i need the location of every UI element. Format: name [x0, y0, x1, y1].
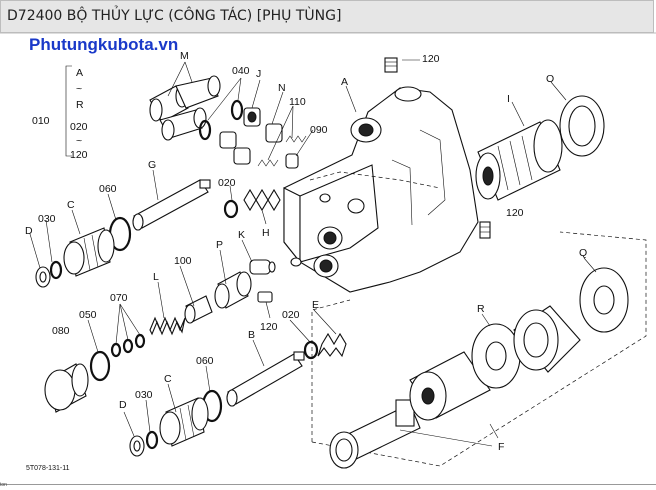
range-bracket — [65, 65, 72, 157]
ring-030b — [145, 430, 159, 450]
part-100 — [184, 295, 213, 324]
label-b: B — [248, 329, 255, 341]
washer-r — [471, 323, 521, 389]
label-100: 100 — [174, 255, 192, 267]
ring-020a — [223, 199, 239, 219]
part-j — [219, 107, 261, 149]
washer-q — [579, 267, 629, 333]
label-c-lower: C — [164, 373, 172, 385]
label-030-upper: 030 — [38, 213, 56, 225]
spring-e — [317, 332, 347, 358]
plug-120-right — [479, 221, 491, 239]
label-010: 010 — [32, 115, 50, 127]
seal-o — [559, 95, 605, 157]
screw-120-mid — [257, 291, 273, 303]
plug-c-lower — [159, 397, 209, 447]
label-range-r: R — [76, 99, 84, 111]
label-h: H — [262, 227, 270, 239]
label-040: 040 — [232, 65, 250, 77]
spool-g — [132, 179, 211, 231]
hub-f — [409, 351, 491, 421]
label-p: P — [216, 239, 223, 251]
label-d-lower: D — [119, 399, 127, 411]
housing-f — [513, 305, 581, 373]
spring-110 — [257, 135, 307, 167]
washer-d-upper — [35, 266, 51, 288]
label-range-a: A — [76, 67, 83, 79]
label-r: R — [477, 303, 485, 315]
label-m: M — [180, 50, 189, 62]
cap-080 — [44, 363, 89, 413]
assembly-f-outline — [311, 231, 647, 467]
label-030-lower: 030 — [135, 389, 153, 401]
part-k — [249, 259, 276, 275]
label-q: Q — [579, 247, 587, 259]
label-f: F — [498, 441, 504, 453]
label-020-top: 020 — [218, 177, 236, 189]
label-l: L — [153, 271, 159, 283]
label-080: 080 — [52, 325, 70, 337]
label-120-top: 120 — [422, 53, 440, 65]
plug-120-top — [384, 57, 398, 73]
label-k: K — [238, 229, 245, 241]
label-a: A — [341, 76, 348, 88]
valve-body-a — [283, 86, 479, 293]
part-090 — [285, 153, 299, 169]
leader-lines — [29, 59, 597, 447]
ring-030a — [49, 260, 63, 280]
label-range-tilde1: ~ — [76, 83, 82, 95]
o-ring-040b — [198, 119, 212, 141]
label-120-right: 120 — [506, 207, 524, 219]
footnote-text: ton — [0, 482, 7, 488]
label-range-120: 120 — [70, 149, 88, 161]
label-060-lower: 060 — [196, 355, 214, 367]
diagram-code: 5T078-131-11 — [26, 465, 70, 472]
spring-h — [243, 188, 281, 212]
label-c-upper: C — [67, 199, 75, 211]
shaft-f — [329, 399, 421, 469]
spool-b — [226, 351, 305, 407]
label-range-tilde2: ~ — [76, 135, 82, 147]
label-range-020: 020 — [70, 121, 88, 133]
label-o: O — [546, 73, 554, 85]
bottom-divider — [0, 484, 656, 485]
label-120-mid: 120 — [260, 321, 278, 333]
o-ring-040a — [230, 99, 244, 121]
label-j: J — [256, 68, 261, 80]
label-g: G — [148, 159, 156, 171]
part-p — [214, 271, 252, 309]
part-labels: M 040 J N 110 090 A 120 I O 010 A ~ R 02… — [25, 50, 587, 472]
title-bar: D72400 BỘ THỦY LỰC (CÔNG TÁC) [PHỤ TÙNG] — [0, 0, 654, 33]
label-110: 110 — [289, 96, 306, 108]
spring-l — [149, 316, 186, 336]
label-070: 070 — [110, 292, 128, 304]
ring-020b — [303, 340, 319, 360]
brand-watermark: Phutungkubota.vn — [29, 35, 179, 54]
page-title: D72400 BỘ THỦY LỰC (CÔNG TÁC) [PHỤ TÙNG] — [7, 8, 342, 24]
fitting-m — [149, 75, 221, 141]
label-020-mid: 020 — [282, 309, 300, 321]
label-d-upper: D — [25, 225, 33, 237]
plug-c-upper — [63, 227, 115, 277]
label-090: 090 — [310, 124, 328, 136]
label-060-top: 060 — [99, 183, 117, 195]
washer-d-lower — [129, 435, 145, 457]
label-050: 050 — [79, 309, 97, 321]
label-e: E — [312, 299, 319, 311]
o-ring-050 — [89, 350, 111, 382]
label-n: N — [278, 82, 286, 94]
part-n — [233, 123, 283, 165]
label-i: I — [507, 93, 510, 105]
cartridge-i — [475, 119, 563, 201]
